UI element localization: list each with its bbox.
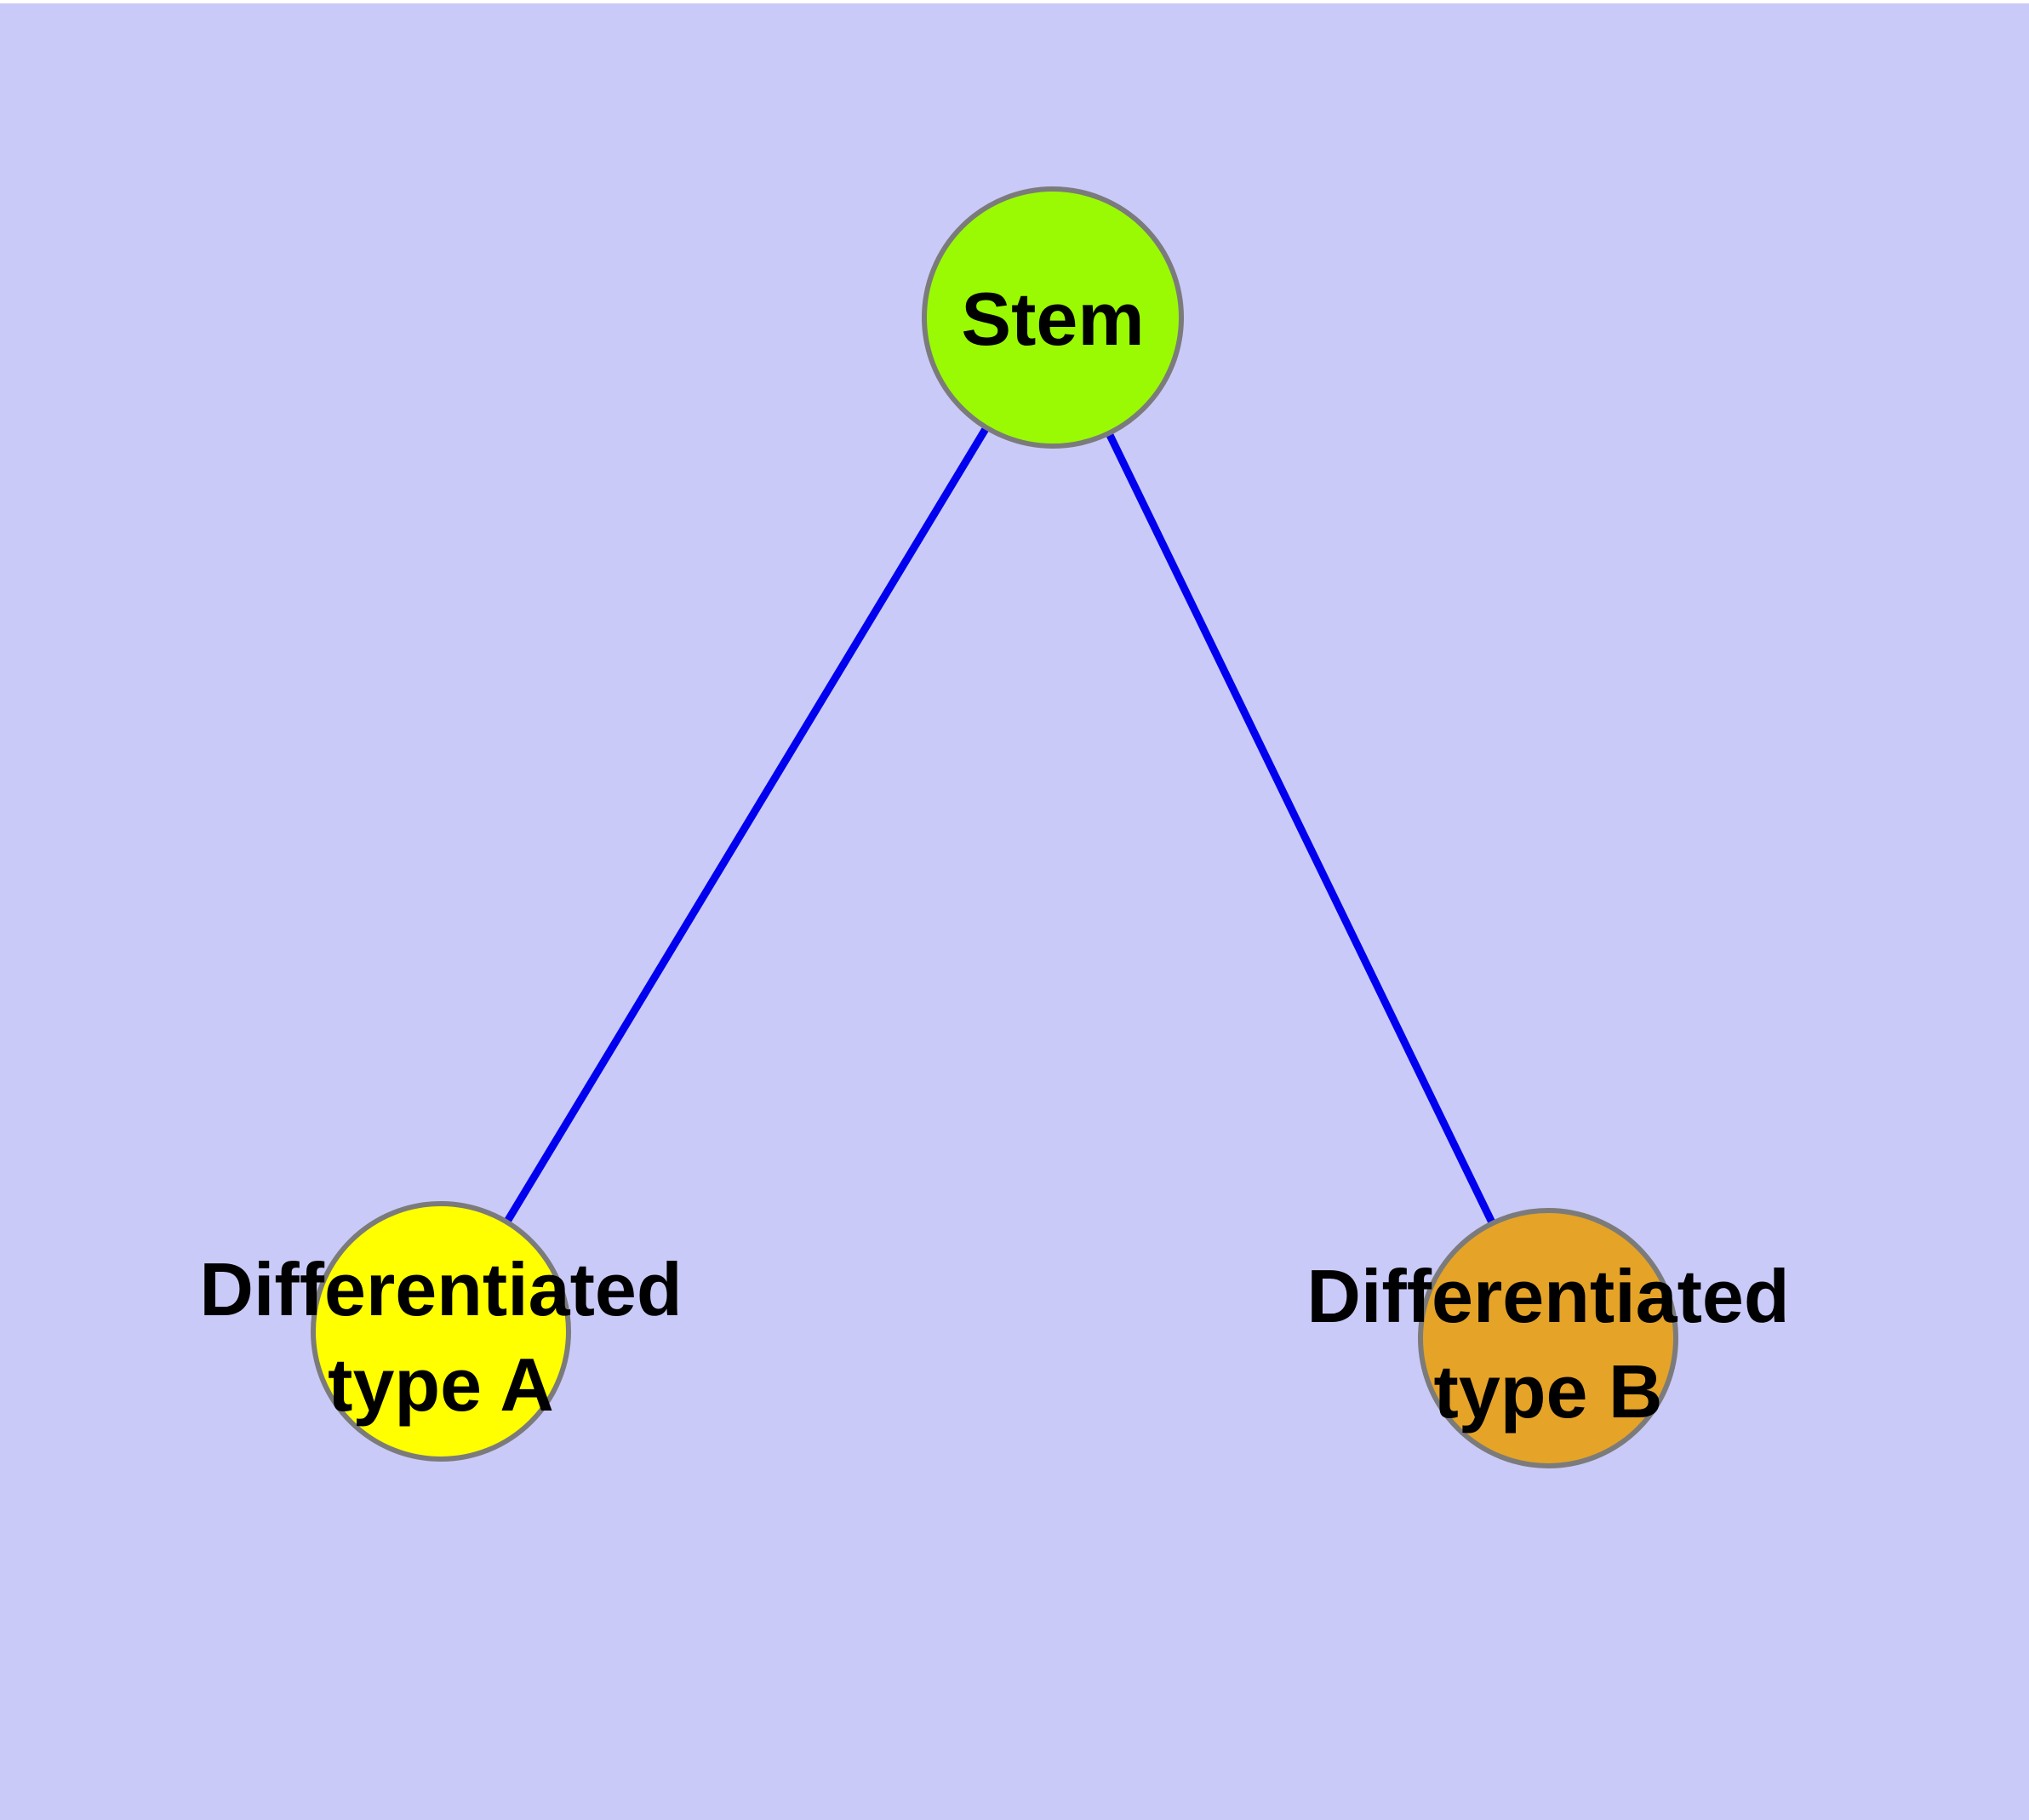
node-differentiated-type-b (1418, 1208, 1678, 1468)
node-label-line: Stem (961, 277, 1144, 361)
node-label-line: Differentiated (199, 1247, 682, 1331)
node-label-line: type A (328, 1342, 554, 1427)
node-label-differentiated-type-a: Differentiated type A (199, 1247, 682, 1427)
node-stem (922, 186, 1184, 449)
edge-stem-to-differentiated-type-a (437, 315, 1056, 1334)
edge-stem-to-differentiated-type-b (1049, 316, 1552, 1340)
node-label-differentiated-type-b: Differentiated type B (1306, 1254, 1789, 1434)
node-label-stem: Stem (961, 277, 1144, 361)
nodes-layer (311, 186, 1678, 1468)
node-differentiated-type-a (311, 1201, 571, 1462)
node-label-line: type B (1434, 1349, 1663, 1434)
node-label-line: Differentiated (1306, 1254, 1789, 1338)
edges-layer (437, 315, 1552, 1340)
